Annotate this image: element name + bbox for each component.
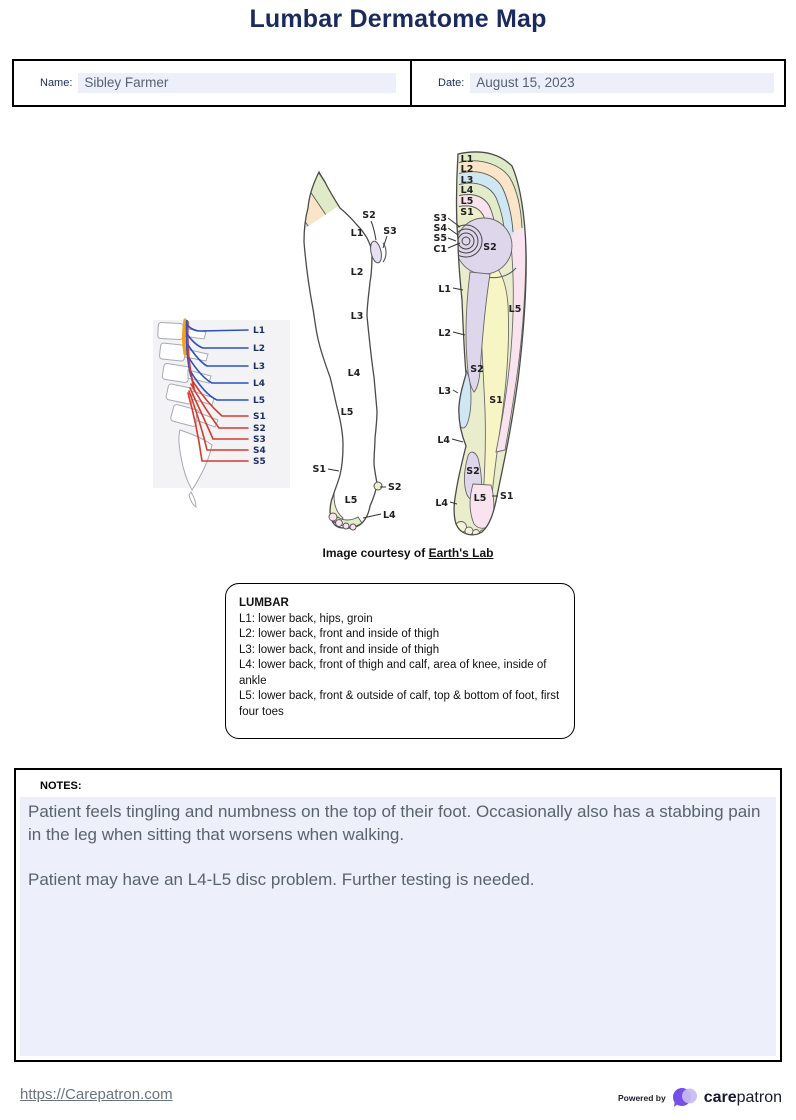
backleg-label-l2: L2 — [438, 328, 451, 339]
frontleg-label-s1-heel: S1 — [313, 464, 326, 475]
brand-patron: patron — [736, 1089, 782, 1106]
name-label: Name: — [40, 77, 73, 89]
page-title: Lumbar Dermatome Map — [249, 5, 547, 33]
spine-label-s3: S3 — [253, 435, 266, 445]
spine-label-l1: L1 — [253, 326, 265, 336]
notes-paragraph-1: Patient feels tingling and numbness on t… — [28, 802, 761, 844]
backleg-band-l5: L5 — [461, 196, 474, 207]
date-cell: Date: August 15, 2023 — [412, 61, 784, 105]
spine-label-l3: L3 — [253, 362, 265, 372]
lumbar-line-l2: L2: lower back, front and inside of thig… — [239, 628, 440, 640]
spine-label-s1: S1 — [253, 412, 266, 422]
backleg-label-s2-ankle: S2 — [466, 466, 479, 477]
backleg-label-s5: S5 — [434, 233, 447, 244]
caption-source-link[interactable]: Earth's Lab — [428, 546, 494, 560]
lumbar-line-l4: L4: lower back, front of thigh and calf,… — [239, 659, 547, 687]
brand-wordmark: carepatron — [704, 1089, 782, 1107]
lumbar-info-box: LUMBAR L1: lower back, hips, groin L2: l… — [225, 583, 575, 739]
lumbar-line-l5: L5: lower back, front & outside of calf,… — [239, 690, 560, 718]
backleg-label-l4: L4 — [437, 435, 450, 446]
frontleg-label-l3: L3 — [351, 311, 364, 322]
notes-textarea[interactable]: Patient feels tingling and numbness on t… — [20, 797, 776, 1056]
backleg-label-c1: C1 — [433, 244, 447, 255]
spine-label-l4: L4 — [253, 379, 265, 389]
notes-label: NOTES: — [40, 780, 82, 792]
backleg-band-l3: L3 — [461, 175, 474, 186]
backleg-label-l5: L5 — [509, 304, 522, 315]
back-leg-figure: L1 L2 L3 L4 L5 S1 S3 S4 S5 C1 S2 L1 L2 L… — [433, 151, 527, 536]
frontleg-label-l2: L2 — [351, 267, 364, 278]
backleg-band-l2: L2 — [461, 164, 474, 175]
date-label: Date: — [438, 77, 465, 89]
date-input[interactable]: August 15, 2023 — [470, 73, 775, 93]
spine-label-s4: S4 — [253, 446, 266, 456]
spine-label-l2: L2 — [253, 344, 265, 354]
backleg-label-l5-foot: L5 — [474, 493, 487, 504]
frontleg-label-s3-top: S3 — [383, 226, 396, 237]
frontleg-label-l5-foot: L5 — [345, 495, 358, 506]
name-date-box: Name: Sibley Farmer Date: August 15, 202… — [12, 59, 786, 107]
spine-label-l5: L5 — [253, 396, 265, 406]
spine-label-s5: S5 — [253, 457, 266, 467]
spine-figure: L1 L2 L3 L4 L5 S1 S2 S3 S4 S5 — [153, 318, 290, 508]
dermatome-map-image: L1 L2 L3 L4 L5 S1 S2 S3 S4 S5 — [153, 151, 527, 536]
name-cell: Name: Sibley Farmer — [14, 61, 410, 105]
backleg-label-s1-mid: S1 — [489, 395, 502, 406]
name-input[interactable]: Sibley Farmer — [78, 73, 397, 93]
lumbar-line-l3: L3: lower back, front and inside of thig… — [239, 643, 440, 656]
frontleg-label-l4: L4 — [348, 368, 361, 379]
formbox-divider — [410, 61, 412, 105]
frontleg-label-l1: L1 — [351, 228, 364, 239]
lumbar-heading: LUMBAR — [239, 597, 289, 609]
backleg-label-l1: L1 — [438, 284, 451, 295]
carepatron-logo-icon — [672, 1088, 697, 1107]
notes-box: NOTES: Patient feels tingling and numbne… — [14, 768, 782, 1062]
lumbar-line-l1: L1: lower back, hips, groin — [239, 612, 373, 625]
backleg-label-l3: L3 — [438, 386, 451, 397]
carepatron-link[interactable]: https://Carepatron.com — [20, 1086, 173, 1103]
frontleg-label-l4-foot: L4 — [383, 510, 396, 521]
frontleg-label-s2-top: S2 — [362, 210, 375, 221]
backleg-label-s2-mid: S2 — [470, 364, 483, 375]
backleg-band-s1: S1 — [460, 207, 473, 218]
caption-text: Image courtesy of — [322, 546, 429, 560]
backleg-label-s4: S4 — [434, 223, 448, 234]
powered-by-label: Powered by — [617, 1093, 666, 1103]
frontleg-label-s2-ankle: S2 — [388, 482, 401, 493]
spine-label-s2: S2 — [253, 424, 266, 434]
powered-by-group: Powered by carepatron — [618, 1086, 782, 1110]
backleg-band-l4: L4 — [461, 185, 474, 196]
image-caption: Image courtesy of Earth's Lab — [0, 546, 796, 560]
frontleg-label-l5: L5 — [341, 407, 354, 418]
backleg-band-l1: L1 — [461, 154, 474, 165]
backleg-label-s1-foot: S1 — [500, 491, 513, 502]
brand-care: care — [703, 1089, 737, 1106]
backleg-label-s2-buttock: S2 — [483, 242, 496, 253]
backleg-label-l4-foot: L4 — [435, 498, 448, 509]
notes-paragraph-2: Patient may have an L4-L5 disc problem. … — [28, 870, 535, 890]
backleg-label-s3: S3 — [434, 213, 447, 224]
